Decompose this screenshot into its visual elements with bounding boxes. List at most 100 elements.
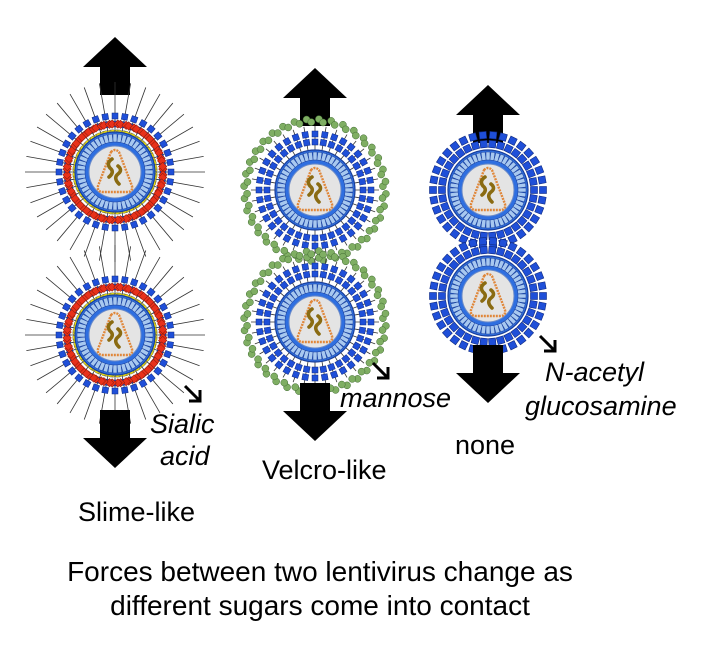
glcnac-unit [294,362,303,372]
glcnac-unit [431,310,442,321]
mannose-unit [368,281,376,289]
glcnac-unit [438,186,446,194]
glcnac-unit [319,233,328,242]
glcnac-unit [256,195,264,204]
mannose-unit [256,277,265,285]
sialic-acid-unit [158,172,168,183]
mannose-unit [371,348,380,357]
glcnac-unit [82,379,92,388]
glcnac-unit [334,275,344,285]
glcnac-unit [525,201,536,212]
pointer-arrow-glcnac [538,334,557,353]
glcnac-unit [146,287,156,297]
glcnac-unit [488,246,497,255]
glcnac-unit [311,234,319,242]
glcnac-unit [468,238,478,248]
glcnac-unit [146,373,156,383]
glcnac-unit [294,140,303,150]
sialic-acid-unit [121,377,131,387]
glcnac-unit [458,241,469,252]
mannose-unit [365,359,374,367]
glcnac-unit [495,247,506,257]
glcnac-unit [530,292,538,300]
glcnac-unit [458,340,469,351]
glcnac-unit [366,327,374,336]
glcnac-unit [470,229,481,239]
glcnac-unit [359,186,367,194]
glcnac-unit [327,272,336,282]
glcnac-unit [537,175,547,185]
glcnac-unit [341,280,351,290]
glcnac-unit [58,186,67,196]
glcnac-unit [120,113,129,121]
glcnac-unit [529,213,540,225]
mannose-unit [280,378,289,387]
glcnac-unit [529,261,540,273]
glcnac-unit [153,203,163,213]
glcnac-unit [262,289,271,299]
sialic-acid-unit [99,120,109,130]
glcnac-unit [539,292,547,300]
glcnac-unit [347,286,357,296]
glcnac-unit [55,168,63,176]
sialic-acid-unit [62,161,72,172]
glcnac-unit [359,318,367,326]
glcnac-unit [302,365,311,374]
glcnac-unit [262,157,271,167]
glcnac-unit [62,195,71,205]
glcnac-unit [67,131,77,141]
glcnac-unit [338,269,348,278]
glcnac-unit [438,300,448,309]
glcnac-unit [279,148,289,158]
glcnac-unit [440,201,451,212]
glcnac-unit [528,177,538,186]
glcnac-unit [279,280,289,290]
mannose-unit [270,372,278,381]
glcnac-unit [265,202,275,211]
lipid-bilayer [76,296,154,374]
glcnac-unit [268,209,278,219]
glcnac-unit [346,228,356,238]
glycan-layer [429,131,547,249]
glcnac-unit [67,203,77,213]
glcnac-unit [438,292,446,300]
glcnac-unit [279,222,289,232]
glcnac-unit [153,366,163,376]
sialic-acid-unit [157,319,167,329]
glcnac-unit [510,327,522,339]
glcnac-unit [286,143,296,153]
glcnac-unit [431,165,442,176]
glcnac-unit [101,113,110,121]
glcnac-unit [58,311,67,321]
glcnac-unit [449,334,461,346]
glcnac-unit [521,314,533,326]
glcnac-unit [291,133,301,142]
glcnac-unit [166,340,174,349]
glcnac-unit [443,314,455,326]
glcnac-unit [111,275,119,283]
glcnac-unit [329,238,339,247]
mannose-unit [377,302,385,311]
glcnac-unit [358,194,367,203]
mannose-unit [307,118,316,126]
sialic-acid-unit [113,378,123,388]
mannose-unit [295,252,304,260]
glcnac-unit [448,321,460,333]
glcnac-unit [311,270,319,278]
mannose-unit [378,194,387,202]
glcnac-unit [166,177,174,186]
force-arrow-up [283,68,347,126]
virus-bottom [240,247,390,397]
mannose-unit [357,367,366,376]
glcnac-unit [462,143,473,154]
glcnac-unit [263,194,272,203]
glcnac-unit [327,140,336,150]
glcnac-unit [153,131,163,141]
glcnac-unit [163,349,172,359]
sialic-acid-unit [62,324,72,335]
sialic-acid-unit [158,335,168,346]
glcnac-unit [341,222,351,232]
glcnac-unit [436,319,447,331]
glcnac-unit [311,242,319,250]
glcnac-unit [56,321,64,330]
